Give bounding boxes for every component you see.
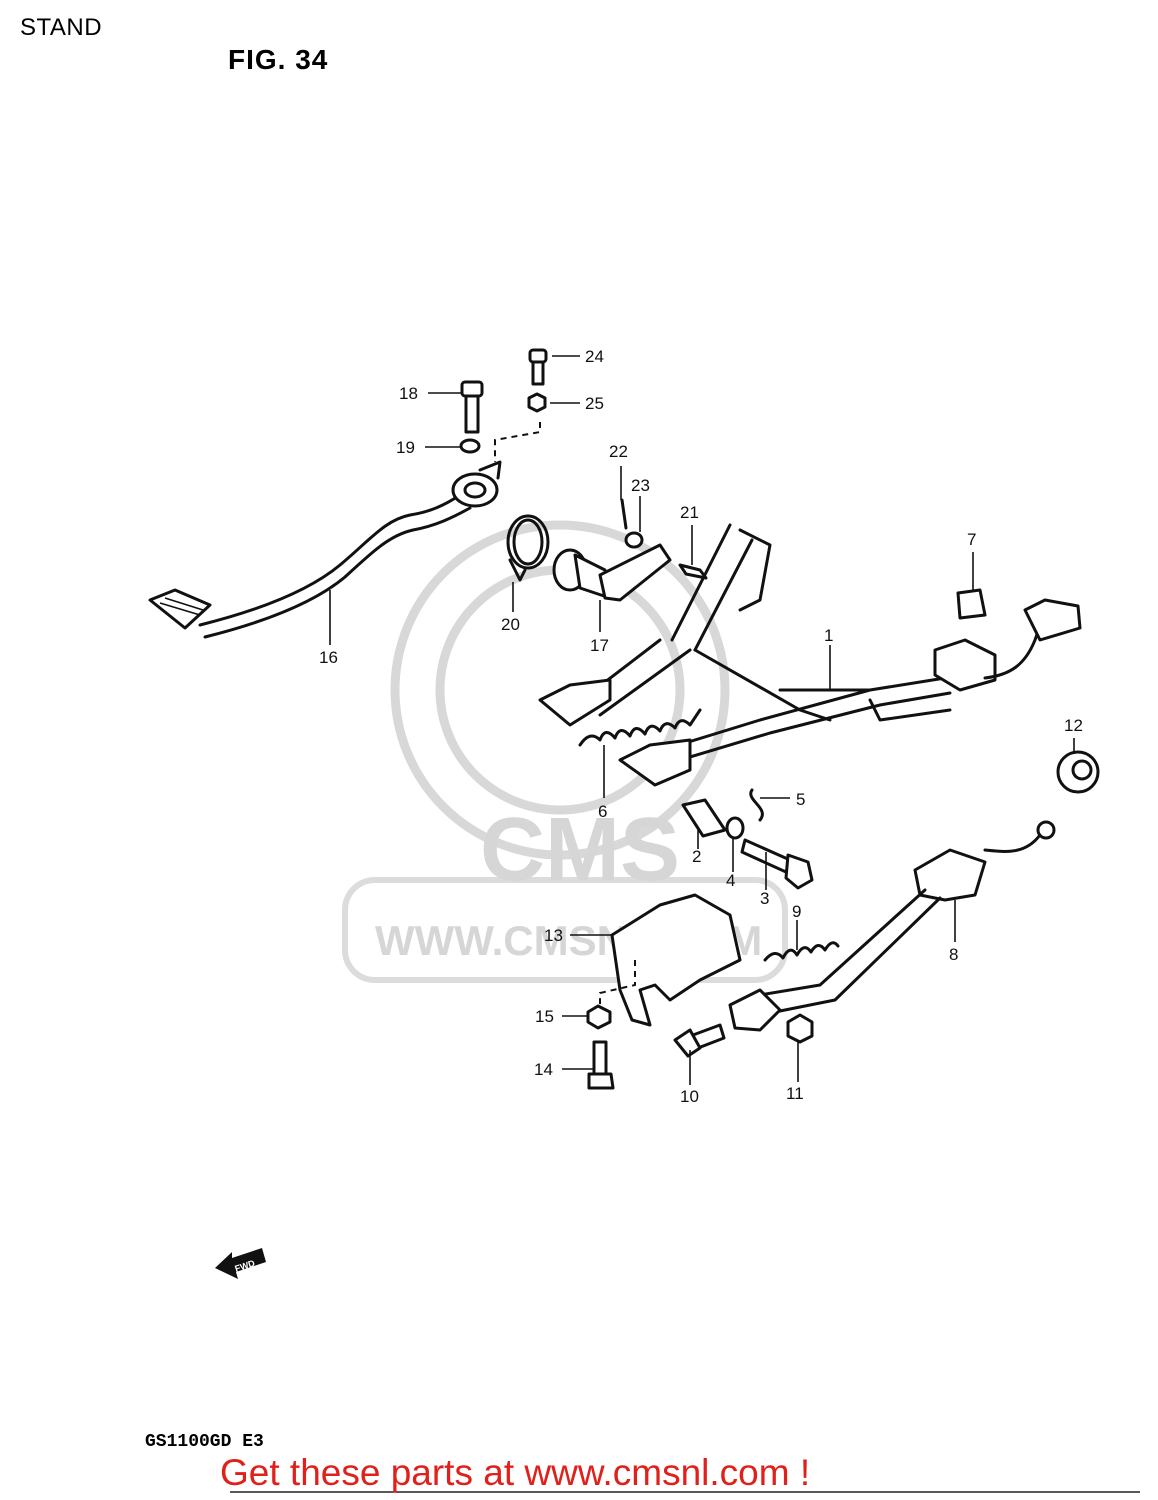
- figure-label: FIG. 34: [228, 44, 329, 75]
- page-title: STAND: [20, 14, 103, 41]
- callout-7: 7: [967, 530, 976, 549]
- part-15-nut: [586, 1004, 612, 1030]
- part-5-clip: [749, 788, 764, 822]
- callout-19: 19: [396, 438, 415, 457]
- callout-24: 24: [585, 347, 604, 366]
- callout-15: 15: [535, 1007, 554, 1026]
- leader-lines: [329, 355, 1075, 1085]
- part-10-bolt: [673, 1023, 726, 1058]
- part-23-washer: [624, 531, 644, 549]
- watermark-logo: CMS WWW.CMSNL.COM: [342, 520, 788, 983]
- fwd-arrow-icon: FWD: [215, 1248, 266, 1279]
- callout-9: 9: [792, 902, 801, 921]
- part-22-pin: [620, 498, 628, 530]
- part-13-bracket: [610, 893, 742, 1027]
- callout-11: 11: [786, 1084, 804, 1103]
- callout-18: 18: [399, 384, 418, 403]
- callout-25: 25: [585, 394, 604, 413]
- part-4-washer: [725, 816, 745, 840]
- callout-12: 12: [1064, 716, 1083, 735]
- callout-13: 13: [544, 926, 563, 945]
- promo-link[interactable]: Get these parts at www.cmsnl.com !: [220, 1452, 811, 1493]
- model-code: GS1100GD E3: [145, 1432, 264, 1452]
- part-7-rubber: [956, 588, 987, 620]
- callout-6: 6: [598, 802, 607, 821]
- callout-8: 8: [949, 945, 958, 964]
- callout-10: 10: [680, 1087, 699, 1106]
- part-14-bolt: [587, 1040, 615, 1090]
- callouts: 1 2 3 4 5 6 7 8 9 10 11 12 13 14 15 16 1…: [319, 347, 1083, 1106]
- callout-14: 14: [534, 1060, 553, 1079]
- watermark-logo-text: CMS: [480, 800, 680, 900]
- part-17-shaft: [552, 543, 672, 602]
- callout-20: 20: [501, 615, 520, 634]
- part-25-nut: [527, 392, 547, 413]
- part-21-bolt: [678, 563, 708, 580]
- callout-2: 2: [692, 847, 701, 866]
- part-24-bolt: [528, 348, 548, 386]
- part-1-stand-frame: [538, 523, 1082, 787]
- part-19-washer: [459, 438, 481, 454]
- part-12-rubber: [1056, 750, 1100, 794]
- callout-21: 21: [680, 503, 699, 522]
- part-20-spring: [506, 514, 550, 582]
- part-8-side-stand: [728, 820, 1056, 1032]
- callout-17: 17: [590, 636, 609, 655]
- callout-22: 22: [609, 442, 628, 461]
- callout-3: 3: [760, 889, 769, 908]
- part-9-spring: [763, 941, 840, 962]
- part-2-spacer: [681, 798, 727, 838]
- callout-23: 23: [631, 476, 650, 495]
- callout-5: 5: [796, 790, 805, 809]
- callout-4: 4: [726, 871, 735, 890]
- part-18-bolt: [460, 380, 484, 434]
- part-11-nut: [786, 1013, 814, 1044]
- callout-1: 1: [824, 626, 833, 645]
- part-16-lever-arm: [148, 460, 502, 639]
- callout-16: 16: [319, 648, 338, 667]
- part-6-spring: [578, 708, 702, 747]
